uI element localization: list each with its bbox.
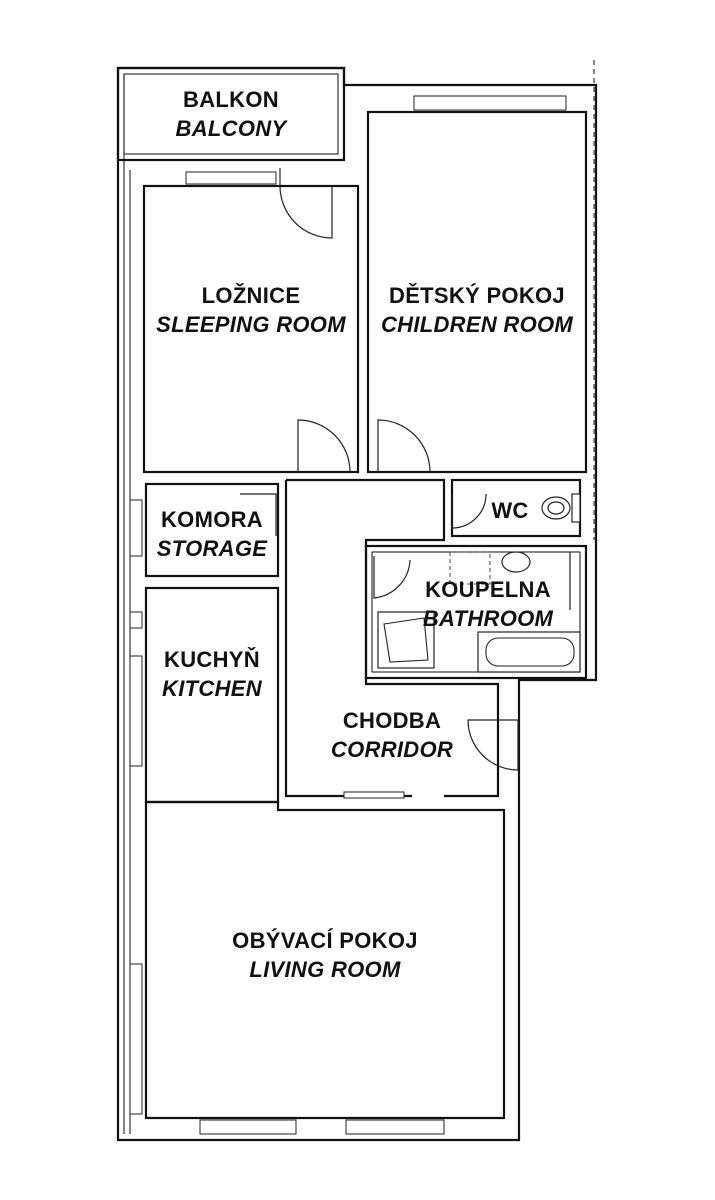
bedroom-label: LOŽNICE SLEEPING ROOM [144,281,358,339]
children-room-walls [366,95,588,474]
wc-label: WC [478,496,542,525]
corridor-name-cz: CHODBA [342,708,442,733]
bathroom-name-cz: KOUPELNA [425,577,551,602]
balcony-name-cz: BALKON [183,87,279,112]
children-room-name-cz: DĚTSKÝ POKOJ [389,283,565,308]
bedroom-walls [142,168,360,474]
bedroom-name-en: SLEEPING ROOM [156,312,346,337]
bathroom-walls [364,544,588,680]
storage-name-cz: KOMORA [160,507,263,532]
bedroom-name-cz: LOŽNICE [201,283,301,308]
living-room-name-en: LIVING ROOM [249,957,401,982]
wc-name-cz: WC [491,498,529,523]
children-room-label: DĚTSKÝ POKOJ CHILDREN ROOM [368,281,586,339]
storage-label: KOMORA STORAGE [146,505,278,563]
bathroom-label: KOUPELNA BATHROOM [400,575,576,633]
balcony-label: BALKON BALCONY [156,85,306,143]
corridor-name-en: CORRIDOR [330,737,454,762]
storage-walls [129,482,280,578]
corridor-walls [284,478,519,799]
kitchen-name-cz: KUCHYŇ [164,647,260,672]
children-room-name-en: CHILDREN ROOM [380,312,574,337]
sink-icon [501,551,531,573]
living-room-name-cz: OBÝVACÍ POKOJ [232,928,418,953]
bathroom-name-en: BATHROOM [422,606,554,631]
balcony-name-en: BALCONY [175,116,287,141]
wc-walls [450,478,582,538]
balcony-outline [116,66,346,162]
kitchen-name-en: KITCHEN [162,676,262,701]
living-room-label: OBÝVACÍ POKOJ LIVING ROOM [196,926,454,984]
storage-name-en: STORAGE [156,536,268,561]
living-room-walls [129,800,506,1135]
corridor-label: CHODBA CORRIDOR [306,706,478,764]
kitchen-label: KUCHYŇ KITCHEN [150,645,274,703]
